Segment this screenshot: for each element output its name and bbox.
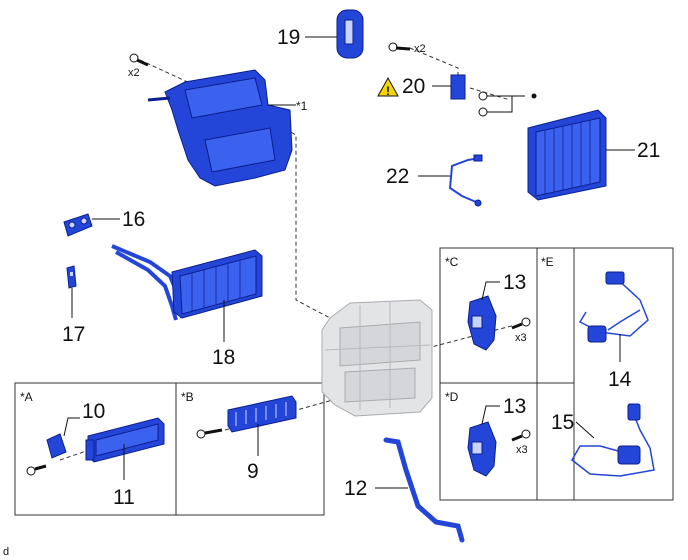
- box-c-label: *C: [445, 255, 459, 269]
- part-17-clip: [66, 265, 77, 289]
- dash-line-13c: [419, 324, 516, 351]
- screw-20: [388, 42, 411, 52]
- callout-13-c: 13: [503, 271, 526, 294]
- warning-triangle-icon: !: [377, 76, 399, 98]
- callout-19: 19: [277, 26, 300, 49]
- screw-box-d: [511, 429, 531, 442]
- part-19-cap: [336, 9, 364, 59]
- footer-mark: d: [3, 546, 9, 558]
- part-10-bracket: [46, 433, 67, 459]
- part-20-block: [450, 74, 466, 100]
- callout-16: 16: [122, 208, 145, 231]
- callout-12: 12: [344, 477, 367, 500]
- part-18-heater-core: [111, 244, 263, 321]
- label-star1: *1: [296, 99, 308, 113]
- part-11-ptc-heater: [85, 417, 165, 463]
- part-22-sensor-wire: [448, 154, 483, 207]
- part-12-drain-hose: [383, 437, 465, 543]
- callout-9: 9: [247, 460, 259, 483]
- dash-line-housing: [139, 59, 331, 319]
- part-9-damper: [227, 395, 297, 433]
- qty-screw-d: x3: [516, 444, 528, 456]
- part-14-harness: [578, 271, 649, 343]
- callout-17: 17: [62, 323, 85, 346]
- box-a-label: *A: [20, 390, 33, 404]
- qty-screw-c: x3: [515, 332, 527, 344]
- dash-line-20: [469, 87, 511, 101]
- box-d-label: *D: [445, 390, 459, 404]
- screw-box-a: [26, 464, 47, 476]
- callout-20: 20: [402, 75, 425, 98]
- box-d: [439, 382, 575, 501]
- part-21-evaporator: [527, 109, 607, 201]
- box-c: [439, 247, 575, 384]
- callout-10: 10: [82, 400, 105, 423]
- callout-15: 15: [551, 411, 574, 434]
- callout-11: 11: [113, 486, 135, 509]
- callout-14: 14: [608, 368, 632, 391]
- hvac-case-grey: [321, 299, 433, 417]
- qty-top-screw: x2: [128, 67, 140, 79]
- callout-22: 22: [386, 165, 409, 188]
- screw-top: [129, 53, 149, 67]
- svg-text:!: !: [386, 84, 390, 98]
- o-rings: [478, 91, 537, 117]
- part-13-servo-d: [467, 421, 497, 477]
- screw-box-b: [196, 428, 223, 439]
- box-b-label: *B: [181, 390, 194, 404]
- callout-21: 21: [637, 139, 660, 162]
- callout-13-d: 13: [503, 395, 526, 418]
- box-b: [175, 382, 325, 516]
- part-13-servo-c: [467, 295, 497, 351]
- screw-box-c: [511, 317, 531, 330]
- part-16-grommet: [63, 213, 93, 237]
- callout-18: 18: [212, 346, 235, 369]
- qty-right-screw: x2: [414, 43, 426, 55]
- part-15-harness: [571, 403, 655, 477]
- upper-case-blue: [147, 69, 293, 187]
- box-e-label: *E: [541, 255, 554, 269]
